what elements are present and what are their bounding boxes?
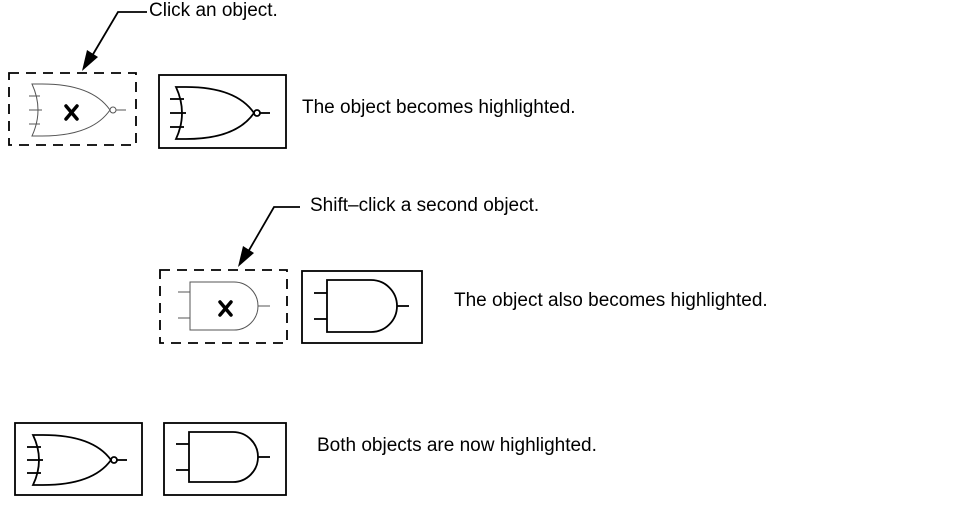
result-text-3: Both objects are now highlighted.	[317, 435, 597, 456]
and-gate-icon-highlighted	[314, 279, 409, 333]
nor-gate-icon-final	[27, 434, 127, 486]
highlight-box-2	[301, 270, 423, 344]
selection-box-1	[8, 72, 137, 146]
nor-gate-icon-highlighted	[170, 86, 270, 140]
cursor-x-icon-2	[218, 300, 233, 317]
callout-text-2: Shift–click a second object.	[310, 195, 540, 216]
cursor-x-icon-1	[64, 104, 79, 121]
callout-text-1: Click an object.	[149, 0, 278, 21]
highlight-box-3b	[163, 422, 287, 496]
result-text-2: The object also becomes highlighted.	[454, 290, 768, 311]
highlight-box-3a	[14, 422, 143, 496]
callout-arrow-2	[238, 206, 300, 267]
and-gate-icon-faded[interactable]	[178, 281, 270, 331]
highlight-box-1	[158, 74, 287, 149]
and-gate-icon-final	[176, 431, 270, 483]
callout-arrow-1	[82, 11, 147, 71]
selection-box-2	[159, 269, 288, 344]
result-text-1: The object becomes highlighted.	[302, 97, 576, 118]
nor-gate-icon-faded[interactable]	[29, 83, 126, 137]
